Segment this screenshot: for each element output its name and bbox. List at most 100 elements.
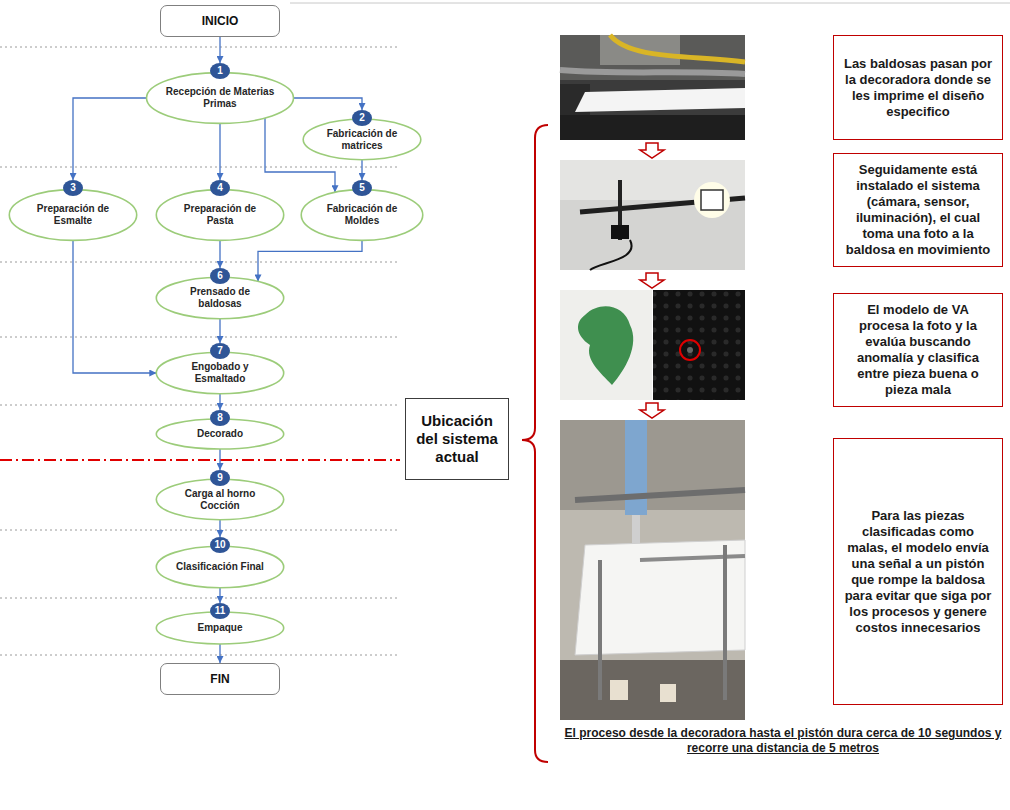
node-text: FIN [210,672,229,686]
flow-arrow [219,449,220,470]
step-number: 4 [210,180,230,196]
terminal-box: FIN [160,663,280,695]
description-box: El modelo de VA procesa la foto y la eva… [833,293,1003,407]
flow-arrow [73,98,147,180]
process-ellipse: Decorado 8 [155,410,285,450]
cup [660,684,676,702]
ellipse-body: Fabricación de Moldes [300,188,424,242]
node-text: Preparación de Pasta [172,203,268,227]
photo-wall [560,35,745,80]
rail [723,545,727,700]
node-text: Clasificación Final [172,561,268,573]
description-box: Para las piezas clasificadas como malas,… [833,438,1003,705]
node-text: Las baldosas pasan por la decoradora don… [842,56,994,120]
photo-ground [560,290,652,400]
process-ellipse: Fabricación de matrices2 [302,110,422,161]
stage-separator [0,262,400,263]
flow-arrow [361,160,362,180]
node-text: Preparación de Esmalte [25,203,121,227]
location-box: Ubicación del sistema actual [405,398,509,480]
node-text: INICIO [202,14,239,28]
defect [687,347,693,353]
down-arrow [640,273,664,288]
ellipse-outline [147,73,294,124]
stage-separator [0,47,400,48]
ellipse-body: Preparación de Esmalte [8,188,138,242]
tile [575,88,745,112]
step-badge: 8 [210,410,230,426]
step-badge: 7 [210,343,230,359]
flow-arrow [219,394,220,410]
step-number: 5 [352,180,372,196]
process-ellipse: Engobado y Esmaltado 7 [155,343,285,395]
photo-piston [560,420,745,720]
hose [610,35,745,62]
node-text: Engobado y Esmaltado [172,361,268,385]
stage-separator [0,530,400,531]
step-number: 3 [63,180,83,196]
piston-rod [632,515,640,545]
photo-ground [560,160,745,270]
step-badge: 11 [210,603,230,619]
photo-ground [560,35,745,140]
top-rule [290,3,1010,4]
photo-ground [653,290,745,400]
stage-separator [0,598,400,599]
flow-arrow [294,98,363,110]
stage-separator [0,167,400,168]
lamp-glow [694,182,730,218]
lamp [701,190,723,210]
flow-arrow [219,520,220,537]
note-box: El proceso desde la decoradora hasta el … [562,726,1004,756]
node-text: Decorado [172,428,268,440]
process-ellipse: Preparación de Pasta 4 [155,180,285,242]
frame-bar [575,490,745,500]
glaze-stain [578,306,633,385]
photo-camera [560,160,745,270]
conveyor [560,660,745,720]
step-badge: 5 [352,180,372,196]
process-ellipse: Empaque11 [155,603,285,645]
camera [611,225,629,239]
stage-separator [0,655,400,656]
step-badge: 10 [210,537,230,553]
photo-wall [560,420,745,510]
cable [590,240,632,270]
step-number: 7 [210,343,230,359]
guide-bar [640,556,745,560]
step-number: 2 [352,110,372,126]
down-arrow [640,143,664,158]
flow-arrow [219,588,220,603]
process-ellipse: Recepción de Materias Primas 1 [145,63,295,125]
stage-separator [0,405,400,406]
photo-decorator [560,35,745,140]
node-text: Recepción de Materias Primas [165,86,276,110]
step-badge: 1 [210,63,230,79]
process-ellipse: Prensado de baldosas6 [155,268,285,320]
node-text: Para las piezas clasificadas como malas,… [842,508,994,636]
defect-circle [680,340,700,360]
ellipse-body: Preparación de Pasta [155,188,285,242]
flow-arrow [219,123,220,180]
footnote: El proceso desde la decoradora hasta el … [562,726,1004,756]
process-ellipse: Fabricación de Moldes5 [300,180,424,242]
flow-arrow [219,240,220,268]
process-ellipse: Carga al horno Cocción 9 [155,470,285,521]
step-number: 9 [210,470,230,486]
process-ellipse: Clasificación Final 10 [155,537,285,589]
step-badge: 3 [63,180,83,196]
piston-body [625,420,647,515]
flow-arrow [219,37,220,63]
step-badge: 2 [352,110,372,126]
down-arrows [640,143,664,418]
step-number: 6 [210,268,230,284]
photo-analysis [560,290,745,400]
node-text: Carga al horno Cocción [172,488,268,512]
ellipse-outline [9,190,136,241]
ellipse-outline [301,190,423,241]
step-badge: 6 [210,268,230,284]
system-location-line [0,459,400,461]
ellipse-outline [156,190,283,241]
photo-ground [560,420,745,720]
node-text: Seguidamente está instalado el sistema (… [842,162,994,258]
